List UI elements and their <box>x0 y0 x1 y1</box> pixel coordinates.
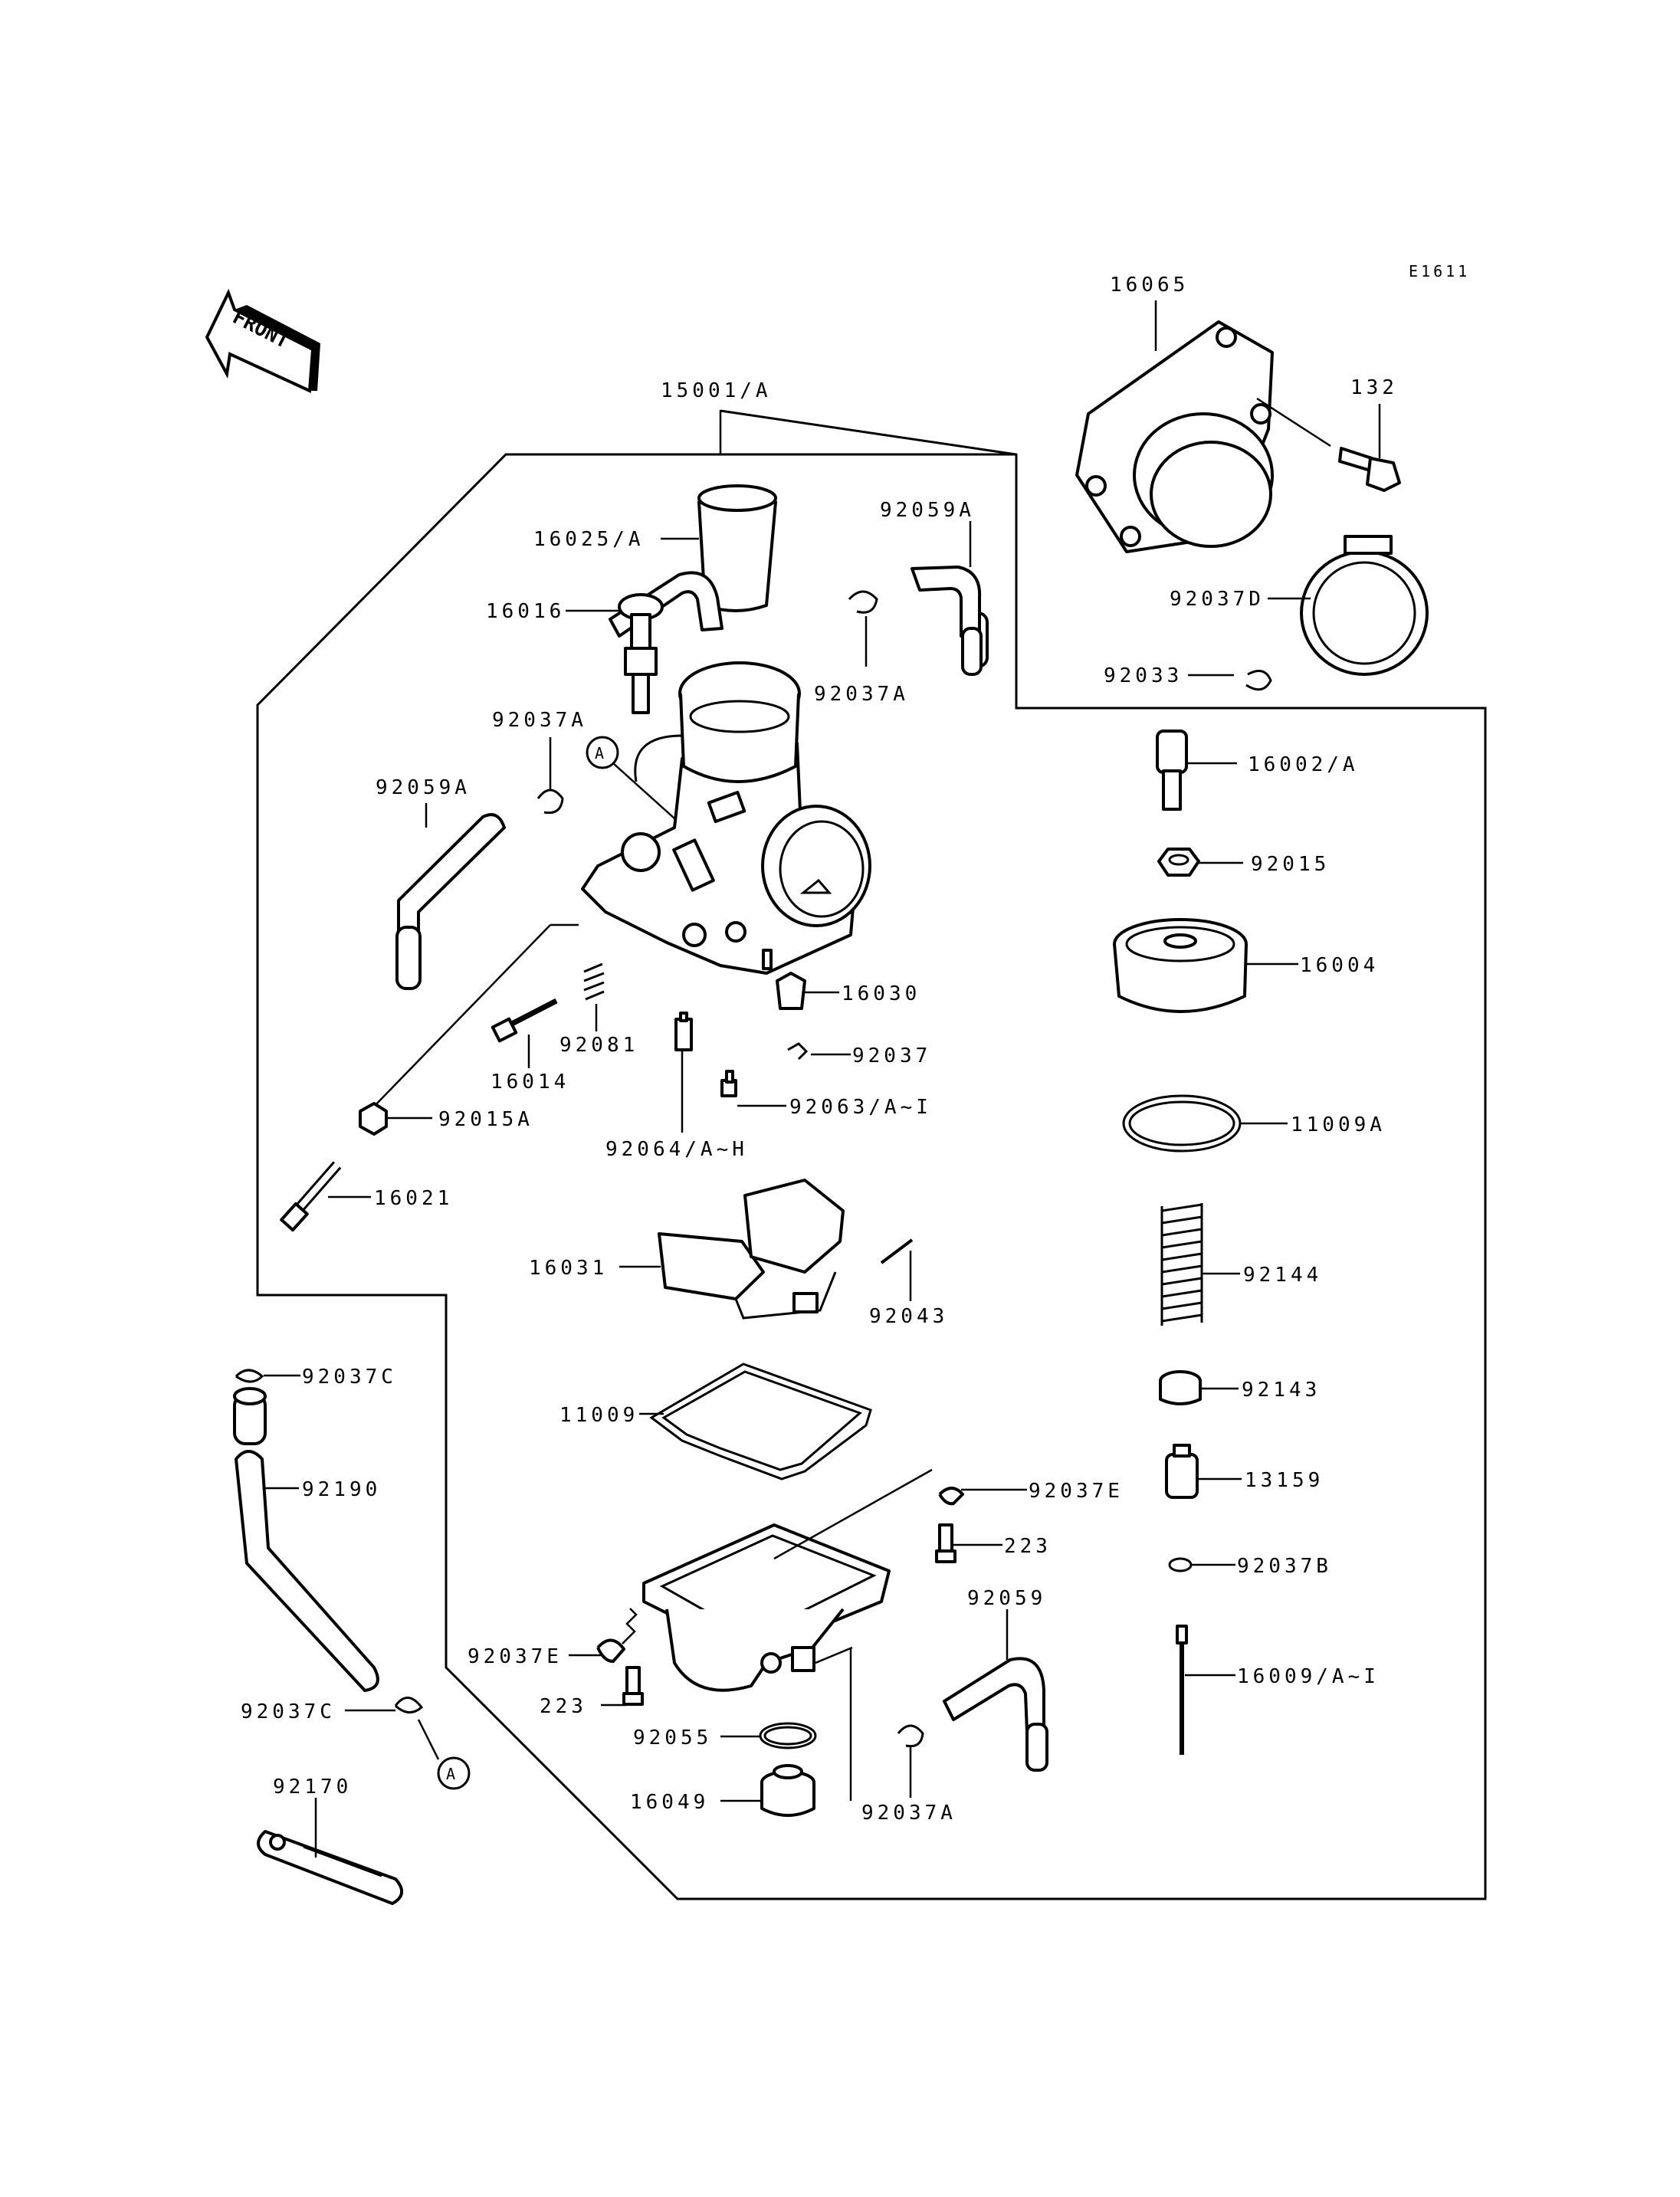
screw-16021 <box>280 1161 342 1232</box>
clip-92037e-left <box>596 1638 625 1663</box>
tube-92190 <box>233 1387 379 1692</box>
clamp-92037d <box>1300 535 1429 676</box>
oring-11009a <box>1122 1094 1242 1153</box>
jet-needle-16009 <box>1176 1625 1188 1755</box>
label-92081: 92081 <box>559 1034 638 1057</box>
float-bowl <box>642 1523 891 1692</box>
nut-92015a <box>359 1102 388 1136</box>
label-92037e-right: 92037E <box>1029 1480 1124 1503</box>
nut-92015 <box>1157 848 1200 877</box>
label-92190: 92190 <box>302 1478 381 1501</box>
bolt-132 <box>1338 447 1401 492</box>
assembly-frame <box>256 409 1487 1900</box>
label-16009: 16009/A~I <box>1237 1665 1380 1688</box>
part-labels: 15001/A 16065 132 92037D 92033 16025/A 9… <box>241 274 1398 1825</box>
label-92037d: 92037D <box>1170 588 1265 611</box>
label-92037: 92037 <box>852 1044 931 1067</box>
screw-223-right <box>935 1523 956 1563</box>
label-92037a-bottom: 92037A <box>861 1802 956 1825</box>
retainer-92143 <box>1159 1370 1202 1405</box>
gasket-11009 <box>649 1362 872 1481</box>
label-92015: 92015 <box>1251 853 1330 876</box>
label-92059: 92059 <box>967 1587 1046 1610</box>
clip-92037c-bottom <box>394 1697 424 1713</box>
label-16065: 16065 <box>1110 274 1189 297</box>
label-16049: 16049 <box>630 1791 709 1814</box>
label-11009: 11009 <box>559 1404 638 1427</box>
label-16031: 16031 <box>529 1257 608 1280</box>
label-92037a-left: 92037A <box>492 709 587 732</box>
jet-16030 <box>776 972 806 1010</box>
label-92144: 92144 <box>1243 1264 1322 1287</box>
label-92033: 92033 <box>1104 664 1183 687</box>
pin-92043 <box>880 1238 914 1264</box>
clip-92037c-top <box>235 1369 264 1383</box>
drain-plug-16049 <box>760 1764 815 1817</box>
ref-marker-a-lower-label: A <box>446 1765 458 1783</box>
label-16004: 16004 <box>1300 954 1379 977</box>
carburetor-cap-16004 <box>1113 918 1248 1013</box>
label-223-right: 223 <box>1004 1535 1052 1558</box>
pilot-screw-16014 <box>491 998 558 1043</box>
hose-92059 <box>943 1657 1048 1772</box>
label-16016: 16016 <box>486 600 565 623</box>
label-11009a: 11009A <box>1291 1113 1386 1136</box>
carburetor-body-15001 <box>581 661 871 975</box>
label-92059a-left: 92059A <box>376 776 471 799</box>
clip-92037a-top <box>848 590 878 614</box>
adjuster-16002 <box>1156 730 1188 811</box>
label-92170: 92170 <box>273 1776 352 1799</box>
screw-16016 <box>618 593 664 714</box>
front-arrow-icon: FRONT <box>205 288 320 394</box>
diagram-code: E1611 <box>1409 262 1470 280</box>
clip-holder-13159 <box>1165 1444 1199 1499</box>
jet-92064 <box>674 1012 693 1051</box>
label-92037c-bottom: 92037C <box>241 1700 336 1723</box>
hose-92059a-left <box>395 813 506 990</box>
strap-92170 <box>257 1830 403 1905</box>
label-92143: 92143 <box>1242 1379 1321 1402</box>
ref-marker-a-upper-label: A <box>595 744 607 762</box>
label-92037c-top: 92037C <box>302 1366 397 1389</box>
clip-92033 <box>1245 670 1272 691</box>
clip-92037b <box>1168 1557 1193 1572</box>
label-132: 132 <box>1350 376 1398 399</box>
label-16021: 16021 <box>374 1187 453 1210</box>
ref-marker-a-lower <box>437 1756 471 1790</box>
label-16025: 16025/A <box>533 528 645 551</box>
spring-92144 <box>1160 1203 1203 1326</box>
label-92055: 92055 <box>633 1726 712 1749</box>
label-16030: 16030 <box>842 982 920 1005</box>
label-92037a-top: 92037A <box>814 683 909 706</box>
label-13159: 13159 <box>1245 1469 1324 1492</box>
label-16002: 16002/A <box>1248 753 1359 776</box>
spring-92081 <box>583 962 605 1001</box>
label-92015a: 92015A <box>438 1108 533 1131</box>
clip-92037a-bottom <box>897 1724 924 1748</box>
intake-manifold-16065 <box>1075 320 1274 553</box>
clip-92037a-left <box>536 789 564 815</box>
ref-marker-a-upper <box>586 736 619 769</box>
label-92043: 92043 <box>869 1305 948 1328</box>
float-16031 <box>658 1179 845 1320</box>
label-92037b: 92037B <box>1237 1555 1332 1578</box>
label-92064: 92064/A~H <box>605 1138 748 1161</box>
screw-223-left <box>622 1666 644 1706</box>
label-92037e-left: 92037E <box>468 1645 563 1668</box>
label-16014: 16014 <box>491 1071 569 1094</box>
clip-92037 <box>787 1042 809 1061</box>
main-jet-92063 <box>720 1070 737 1097</box>
clip-92037e-right <box>938 1487 964 1506</box>
label-15001: 15001/A <box>661 379 772 402</box>
label-92059a-top: 92059A <box>880 499 975 522</box>
label-223-left: 223 <box>540 1695 587 1718</box>
label-92063: 92063/A~I <box>789 1096 932 1119</box>
